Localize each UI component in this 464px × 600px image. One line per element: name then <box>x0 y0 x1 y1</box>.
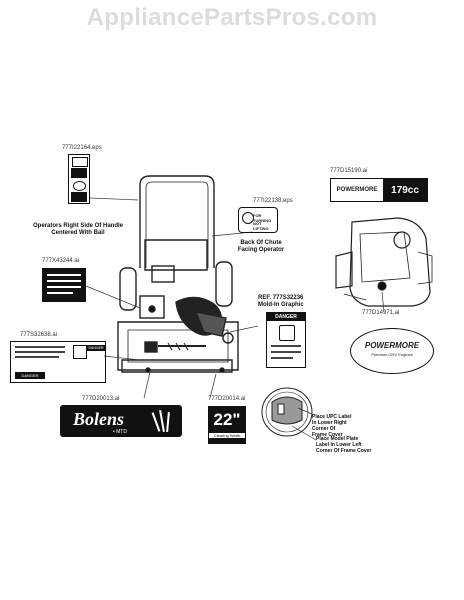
part-caption-10-line-3: Corner Of <box>312 426 336 432</box>
engine-size-decal: POWERMORE 179cc <box>330 178 428 202</box>
clearing-width-value: 22" <box>213 410 241 429</box>
engine-size-decal-brand: POWERMORE <box>331 179 383 201</box>
chute-decal: FOR TURNING NOT LIFTING <box>238 207 278 233</box>
snowblower-outline <box>117 175 239 373</box>
clearing-width-caption: Clearing Width <box>209 433 245 438</box>
part-caption-11: Place Model Plate Label In Lower Left Co… <box>316 436 380 454</box>
part-caption-10-line-4: Frame Cover <box>312 432 343 438</box>
mold-in-text-line <box>271 351 301 353</box>
no-lift-icon <box>242 212 254 224</box>
warning-decal-line <box>47 286 81 288</box>
part-caption-5-text: Mold-In Graphic <box>258 302 304 308</box>
speed-icon <box>73 181 86 191</box>
part-label-6: 777S32638.ai <box>20 332 58 338</box>
danger-text-line <box>15 351 65 353</box>
warning-decal-line <box>47 274 81 276</box>
part-label-9: 777D20014.ai <box>208 396 246 402</box>
bolens-brand-text: Bolens <box>73 409 125 429</box>
danger-text-line <box>15 346 65 348</box>
part-caption-10-line-2: In Lower Right <box>312 420 347 426</box>
chute-decal-text-1: FOR TURNING <box>253 213 272 223</box>
clearing-width-decal: 22" Clearing Width <box>208 406 246 444</box>
mold-in-text-line <box>271 357 293 359</box>
part-label-5-id: 777S32236 <box>272 295 304 301</box>
leader-lines <box>85 197 385 441</box>
warning-decal-line <box>47 280 81 282</box>
bolens-mtd-text: • MTD <box>113 429 127 435</box>
engine-size-decal-size: 179cc <box>383 179 427 201</box>
mold-in-text-line <box>271 345 301 347</box>
part-label-5-ref: REF. <box>258 295 272 301</box>
part-caption-2-line-1: Back Of Chute <box>240 240 282 246</box>
chute-decal-text-2: NOT LIFTING <box>253 221 269 231</box>
watermark: AppliancePartsPros.com <box>86 4 378 31</box>
part-caption-5: REF. 777S32236 Mold-In Graphic <box>258 295 322 309</box>
part-label-5: REF. 777S32236 <box>258 295 322 302</box>
part-label-3: 777D15190.ai <box>330 168 368 174</box>
part-caption-11-line-1: Place Model Plate <box>316 436 359 442</box>
engine-outline <box>335 217 433 307</box>
grass-icon <box>159 409 165 433</box>
mold-in-danger-header: DANGER <box>267 313 305 321</box>
danger-decal-wide: DANGER DANGER <box>10 341 106 383</box>
bolens-decal: Bolens • MTD <box>60 405 182 437</box>
powermore-logo-brand: POWERMORE <box>364 341 420 350</box>
part-caption-11-line-3: Corner Of Frame Cover <box>316 448 372 454</box>
part-label-8: 777D20013.ai <box>82 396 120 402</box>
frame-cover-outline <box>261 387 313 437</box>
danger-header-2: DANGER <box>15 372 45 379</box>
lever-icon <box>72 157 88 167</box>
part-caption-1-line-1: Operators Right Side Of Handle <box>32 223 123 229</box>
part-caption-2-line-2: Facing Operator <box>237 247 285 253</box>
danger-header-1: DANGER <box>87 345 105 351</box>
part-caption-10-line-1: Place UPC Label <box>312 414 352 420</box>
part-label-7: 777D14971.ai <box>362 310 400 316</box>
powermore-logo-decal: POWERMORE Premium OHV Engines <box>350 328 434 374</box>
part-label-4: 777X43244.ai <box>42 258 80 264</box>
grass-icon <box>166 411 170 433</box>
part-caption-1-line-2: Centered With Bail <box>51 230 105 236</box>
part-caption-2: Back Of Chute Facing Operator <box>226 240 296 254</box>
hand-hazard-icon <box>279 325 295 341</box>
auger-icon <box>71 192 87 202</box>
danger-text-line <box>15 356 59 358</box>
mold-in-danger-decal: DANGER <box>266 312 306 368</box>
hazard-icon <box>73 345 87 359</box>
engage-icon <box>71 168 87 178</box>
part-caption-10: Place UPC Label In Lower Right Corner Of… <box>312 414 366 438</box>
handle-icon-decal <box>68 154 90 204</box>
part-caption-1: Operators Right Side Of Handle Centered … <box>18 223 138 237</box>
powermore-logo-tagline: Premium OHV Engines <box>371 352 413 357</box>
warning-decal <box>42 268 86 302</box>
part-caption-11-line-2: Label In Lower Left <box>316 442 362 448</box>
part-label-2: 777I22138.eps <box>253 198 293 204</box>
warning-decal-line <box>47 292 73 294</box>
part-label-1: 777I22164.eps <box>62 145 102 151</box>
